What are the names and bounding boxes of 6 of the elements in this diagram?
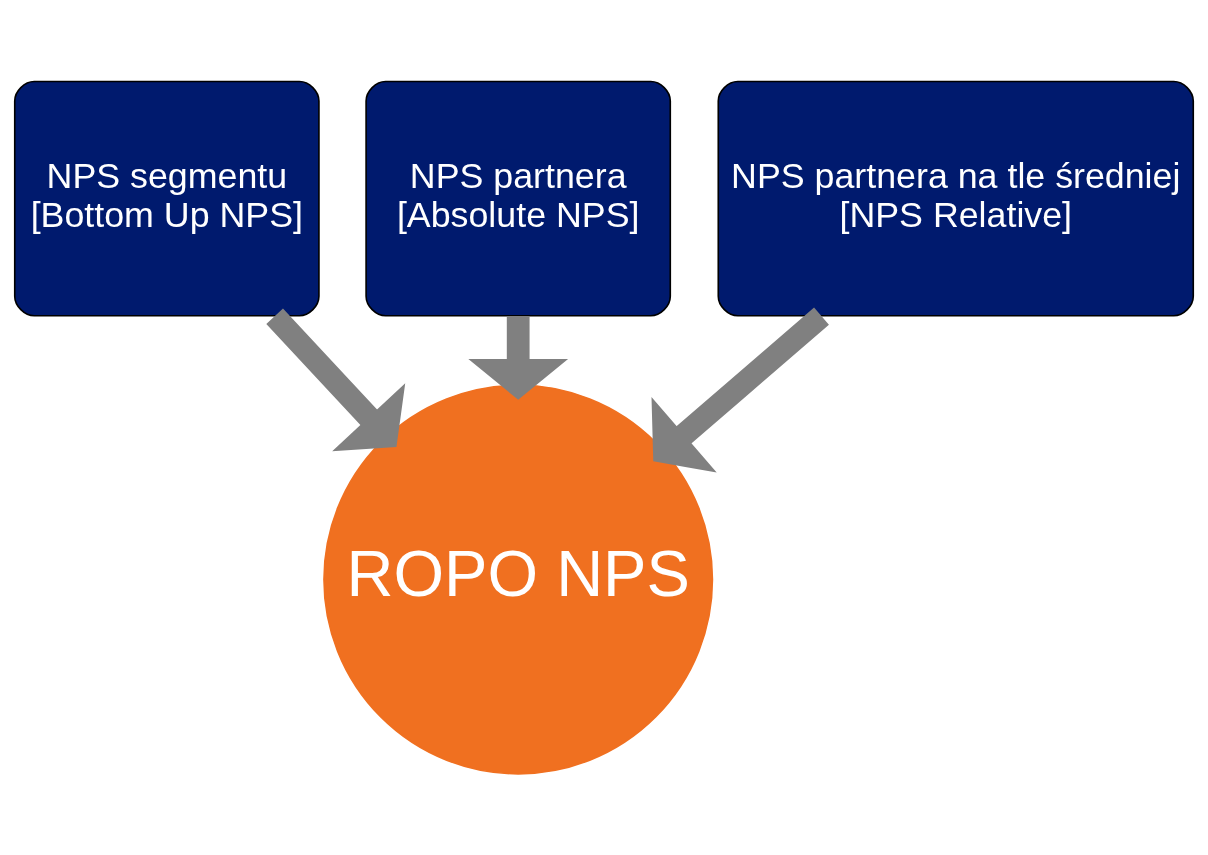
node-box: NPS segmentu [Bottom Up NPS]	[13, 80, 320, 317]
arrow	[266, 308, 406, 452]
node-box: NPS partnera [Absolute NPS]	[365, 80, 672, 317]
arrow	[651, 307, 829, 473]
arrow	[468, 316, 569, 400]
node-box: NPS partnera na tle średniej [NPS Relative]	[717, 80, 1195, 317]
